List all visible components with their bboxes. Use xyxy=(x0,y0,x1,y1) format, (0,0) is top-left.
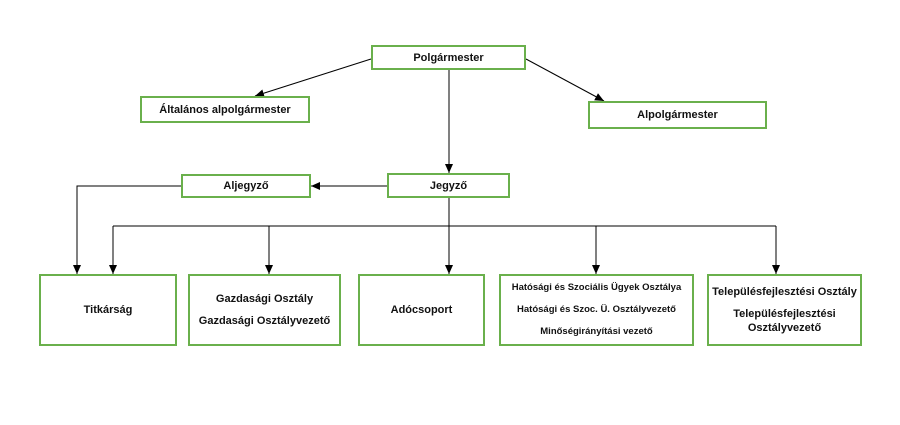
deputy-notary-label: Aljegyző xyxy=(223,180,269,192)
notary-label: Jegyző xyxy=(429,179,468,192)
secretariat-label: Titkárság xyxy=(83,304,133,316)
quality-manager-label: Minőségirányítási vezető xyxy=(540,326,653,337)
economic-head-label: Gazdasági Osztályvezető xyxy=(198,315,331,327)
urban-development-department-label: Településfejlesztési Osztály xyxy=(712,286,857,298)
arrow-mayor-to-general-deputy xyxy=(254,58,372,98)
economic-department-box: Gazdasági Osztály Gazdasági Osztályvezet… xyxy=(188,274,341,346)
arrow-mayor-to-deputy xyxy=(525,58,605,102)
economic-department-label: Gazdasági Osztály xyxy=(215,293,314,305)
deputy-notary-box: Aljegyző xyxy=(181,174,311,198)
urban-development-head-label-line1: Településfejlesztési xyxy=(733,308,836,320)
authority-social-department-box: Hatósági és Szociális Ügyek Osztálya Hat… xyxy=(499,274,694,346)
general-deputy-mayor-label: Általános alpolgármester xyxy=(159,103,291,116)
mayor-box: Polgármester xyxy=(371,45,526,70)
tax-group-label: Adócsoport xyxy=(390,304,453,316)
deputy-mayor-label: Alpolgármester xyxy=(637,109,718,121)
urban-development-department-box: Településfejlesztési Osztály Településfe… xyxy=(707,274,862,346)
notary-box: Jegyző xyxy=(387,173,510,198)
mayor-label: Polgármester xyxy=(413,51,484,64)
authority-social-head-label: Hatósági és Szoc. Ü. Osztályvezető xyxy=(517,304,676,315)
deputy-mayor-box: Alpolgármester xyxy=(588,101,767,129)
urban-development-head-label-line2: Osztályvezető xyxy=(747,322,822,334)
authority-social-department-label: Hatósági és Szociális Ügyek Osztálya xyxy=(511,282,682,293)
arrow-deputy-notary-to-secretariat xyxy=(73,185,181,274)
tax-group-box: Adócsoport xyxy=(358,274,485,346)
general-deputy-mayor-box: Általános alpolgármester xyxy=(140,96,310,123)
secretariat-box: Titkárság xyxy=(39,274,177,346)
